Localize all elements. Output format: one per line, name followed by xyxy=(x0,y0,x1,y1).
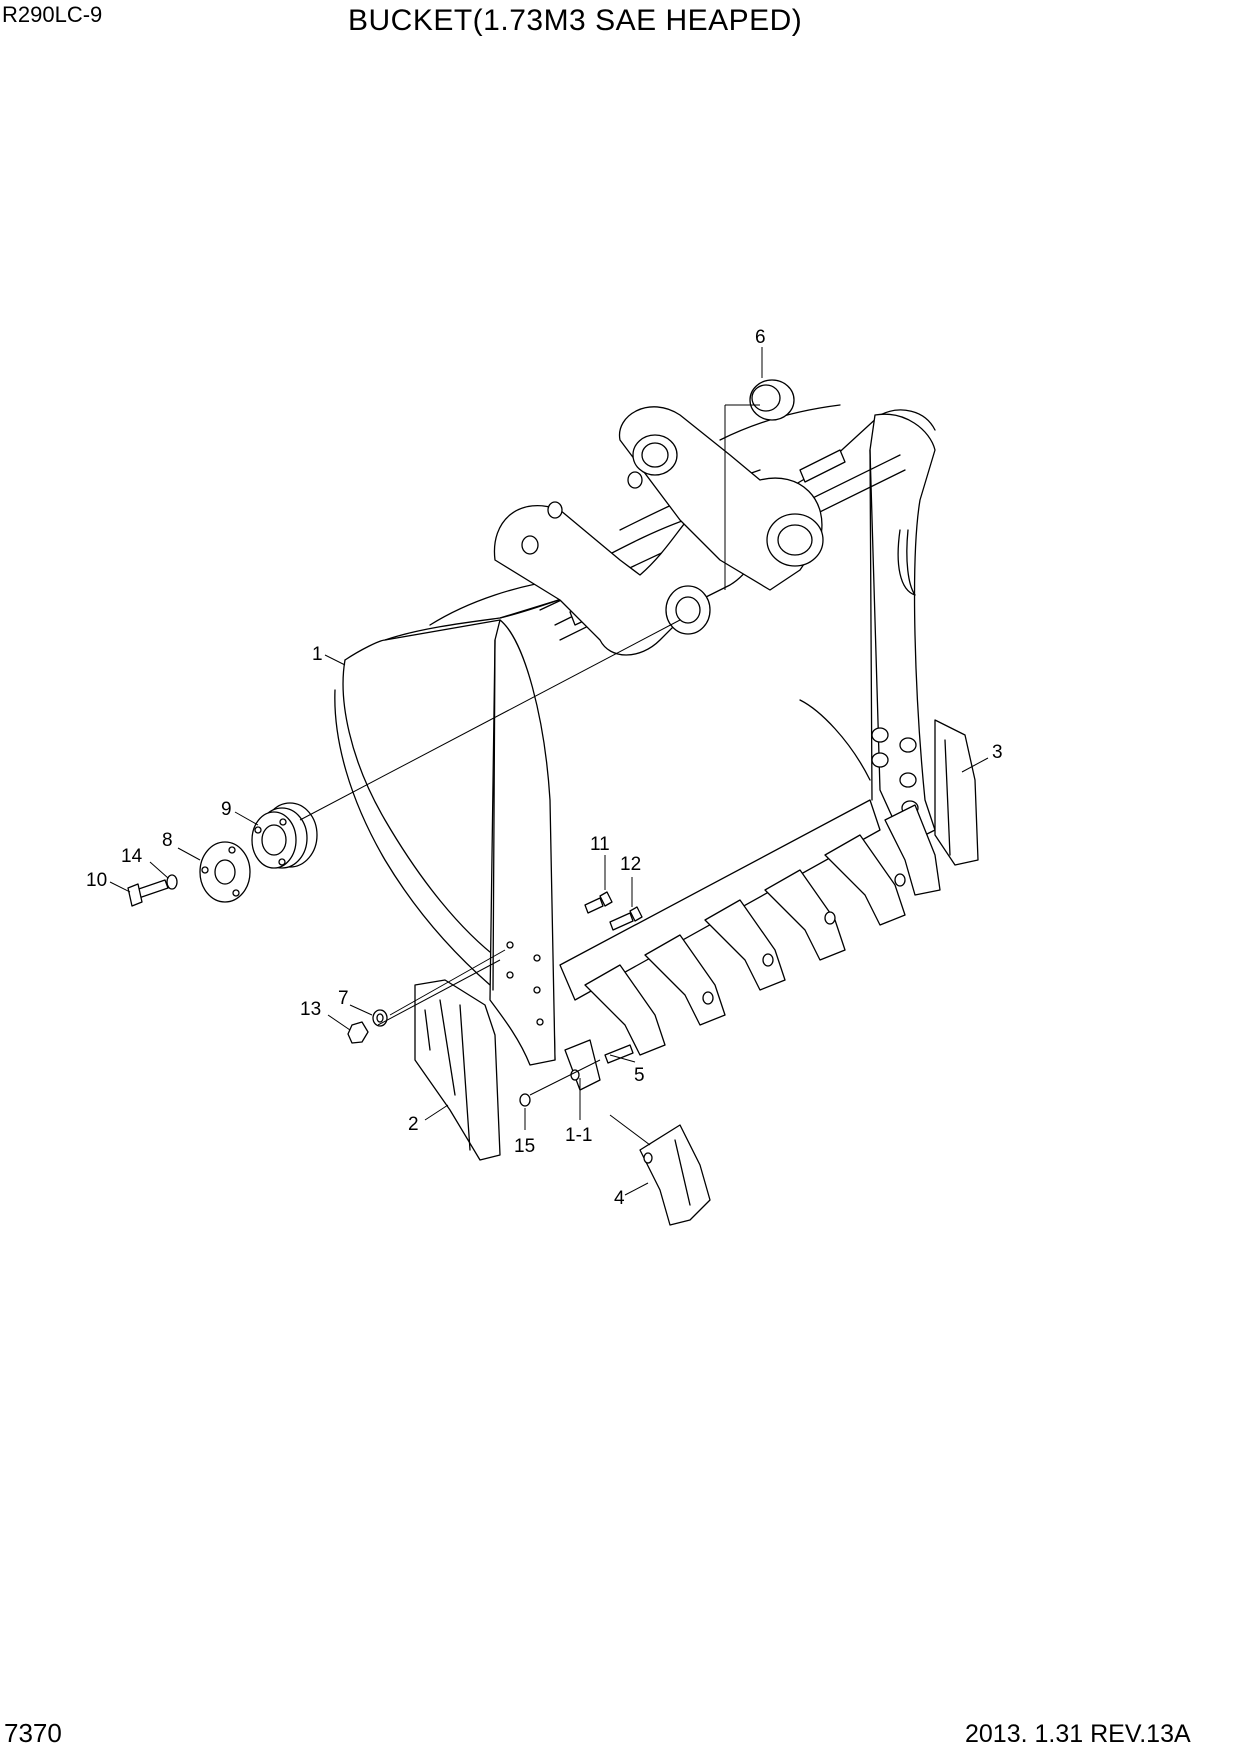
callout-12: 12 xyxy=(620,854,641,875)
page-title: BUCKET(1.73M3 SAE HEAPED) xyxy=(348,4,803,37)
callout-14: 14 xyxy=(121,846,143,867)
callouts: 1 1-1 2 3 4 5 6 7 8 9 10 11 12 13 14 15 xyxy=(86,327,1003,1209)
shim-stack xyxy=(251,802,318,869)
callout-9: 9 xyxy=(221,799,232,820)
tooth-point xyxy=(639,1124,711,1226)
revision-date: 2013. 1.31 REV.13A xyxy=(965,1720,1191,1748)
callout-15: 15 xyxy=(514,1136,535,1157)
model-label: R290LC-9 xyxy=(2,2,103,27)
bolts-center xyxy=(584,891,643,931)
callout-5: 5 xyxy=(634,1065,645,1086)
callout-11: 11 xyxy=(590,834,610,855)
callout-8: 8 xyxy=(162,830,173,851)
callout-6: 6 xyxy=(755,327,766,348)
center-lines xyxy=(299,404,760,1146)
callout-7: 7 xyxy=(338,988,349,1009)
callout-2: 2 xyxy=(408,1114,419,1135)
page-number: 7370 xyxy=(4,1718,62,1748)
teeth-adapters xyxy=(564,804,941,1091)
callout-1-1: 1-1 xyxy=(565,1125,592,1146)
callout-10: 10 xyxy=(86,870,107,891)
washer-15 xyxy=(519,1093,531,1107)
pin-5 xyxy=(604,1044,634,1064)
callout-4: 4 xyxy=(614,1188,625,1209)
washer-nut xyxy=(347,1009,388,1044)
side-cutter-right xyxy=(934,719,979,866)
callout-3: 3 xyxy=(992,742,1003,763)
bushing-top xyxy=(749,379,795,421)
callout-1: 1 xyxy=(312,644,323,665)
bucket-body xyxy=(334,404,936,1066)
side-cutter-left xyxy=(414,979,501,1161)
retaining-plate xyxy=(199,841,251,903)
callout-13: 13 xyxy=(300,999,321,1020)
bolt-assembly-left xyxy=(127,874,178,907)
